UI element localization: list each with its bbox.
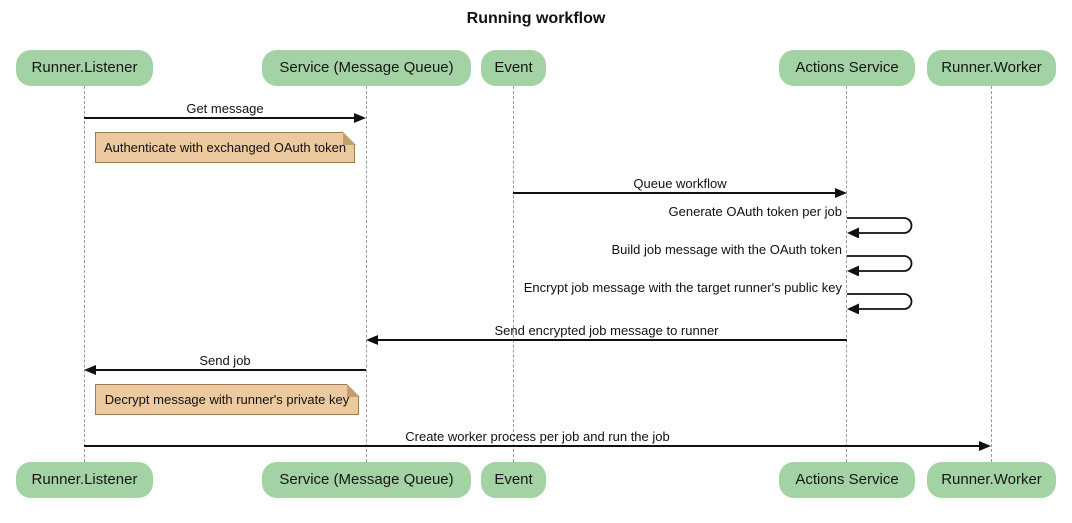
participant-top-event: Event <box>481 50 546 86</box>
lifeline-runner-worker <box>991 86 992 462</box>
message-label-create-worker: Create worker process per job and run th… <box>405 429 670 444</box>
participant-bottom-actions-service: Actions Service <box>779 462 915 498</box>
arrowhead-right-icon <box>354 113 366 123</box>
participant-bottom-event: Event <box>481 462 546 498</box>
arrowhead-left-icon <box>366 335 378 345</box>
participant-bottom-runner-listener: Runner.Listener <box>16 462 153 498</box>
lifeline-runner-listener <box>84 86 85 462</box>
message-label-generate-oauth-token: Generate OAuth token per job <box>668 204 842 219</box>
participant-bottom-runner-worker: Runner.Worker <box>927 462 1056 498</box>
arrowhead-right-icon <box>979 441 991 451</box>
arrowhead-right-icon <box>835 188 847 198</box>
message-arrow-send-job <box>96 369 366 371</box>
lifeline-actions-service <box>846 86 847 462</box>
message-label-queue-workflow: Queue workflow <box>633 176 727 191</box>
participant-bottom-service-message-queue: Service (Message Queue) <box>262 462 471 498</box>
message-label-encrypt-job-message: Encrypt job message with the target runn… <box>523 280 842 295</box>
message-arrow-create-worker <box>84 445 981 447</box>
note-authenticate: Authenticate with exchanged OAuth token <box>95 131 356 163</box>
participant-top-service-message-queue: Service (Message Queue) <box>262 50 471 86</box>
diagram-title: Running workflow <box>466 10 606 27</box>
lifeline-service-message-queue <box>366 86 367 462</box>
participant-top-runner-listener: Runner.Listener <box>16 50 153 86</box>
lifeline-event <box>513 86 514 462</box>
self-loop-arrow <box>847 255 913 276</box>
message-label-get-message: Get message <box>186 101 264 116</box>
message-arrow-send-encrypted <box>378 339 847 341</box>
participant-top-actions-service: Actions Service <box>779 50 915 86</box>
self-loop-arrow <box>847 293 913 314</box>
message-label-send-job: Send job <box>199 353 251 368</box>
message-label-send-encrypted: Send encrypted job message to runner <box>494 323 719 338</box>
message-arrow-queue-workflow <box>513 192 837 194</box>
message-arrow-get-message <box>84 117 356 119</box>
participant-top-runner-worker: Runner.Worker <box>927 50 1056 86</box>
message-label-build-job-message: Build job message with the OAuth token <box>611 242 842 257</box>
arrowhead-left-icon <box>84 365 96 375</box>
note-decrypt: Decrypt message with runner's private ke… <box>95 383 360 415</box>
self-loop-arrow <box>847 217 913 238</box>
